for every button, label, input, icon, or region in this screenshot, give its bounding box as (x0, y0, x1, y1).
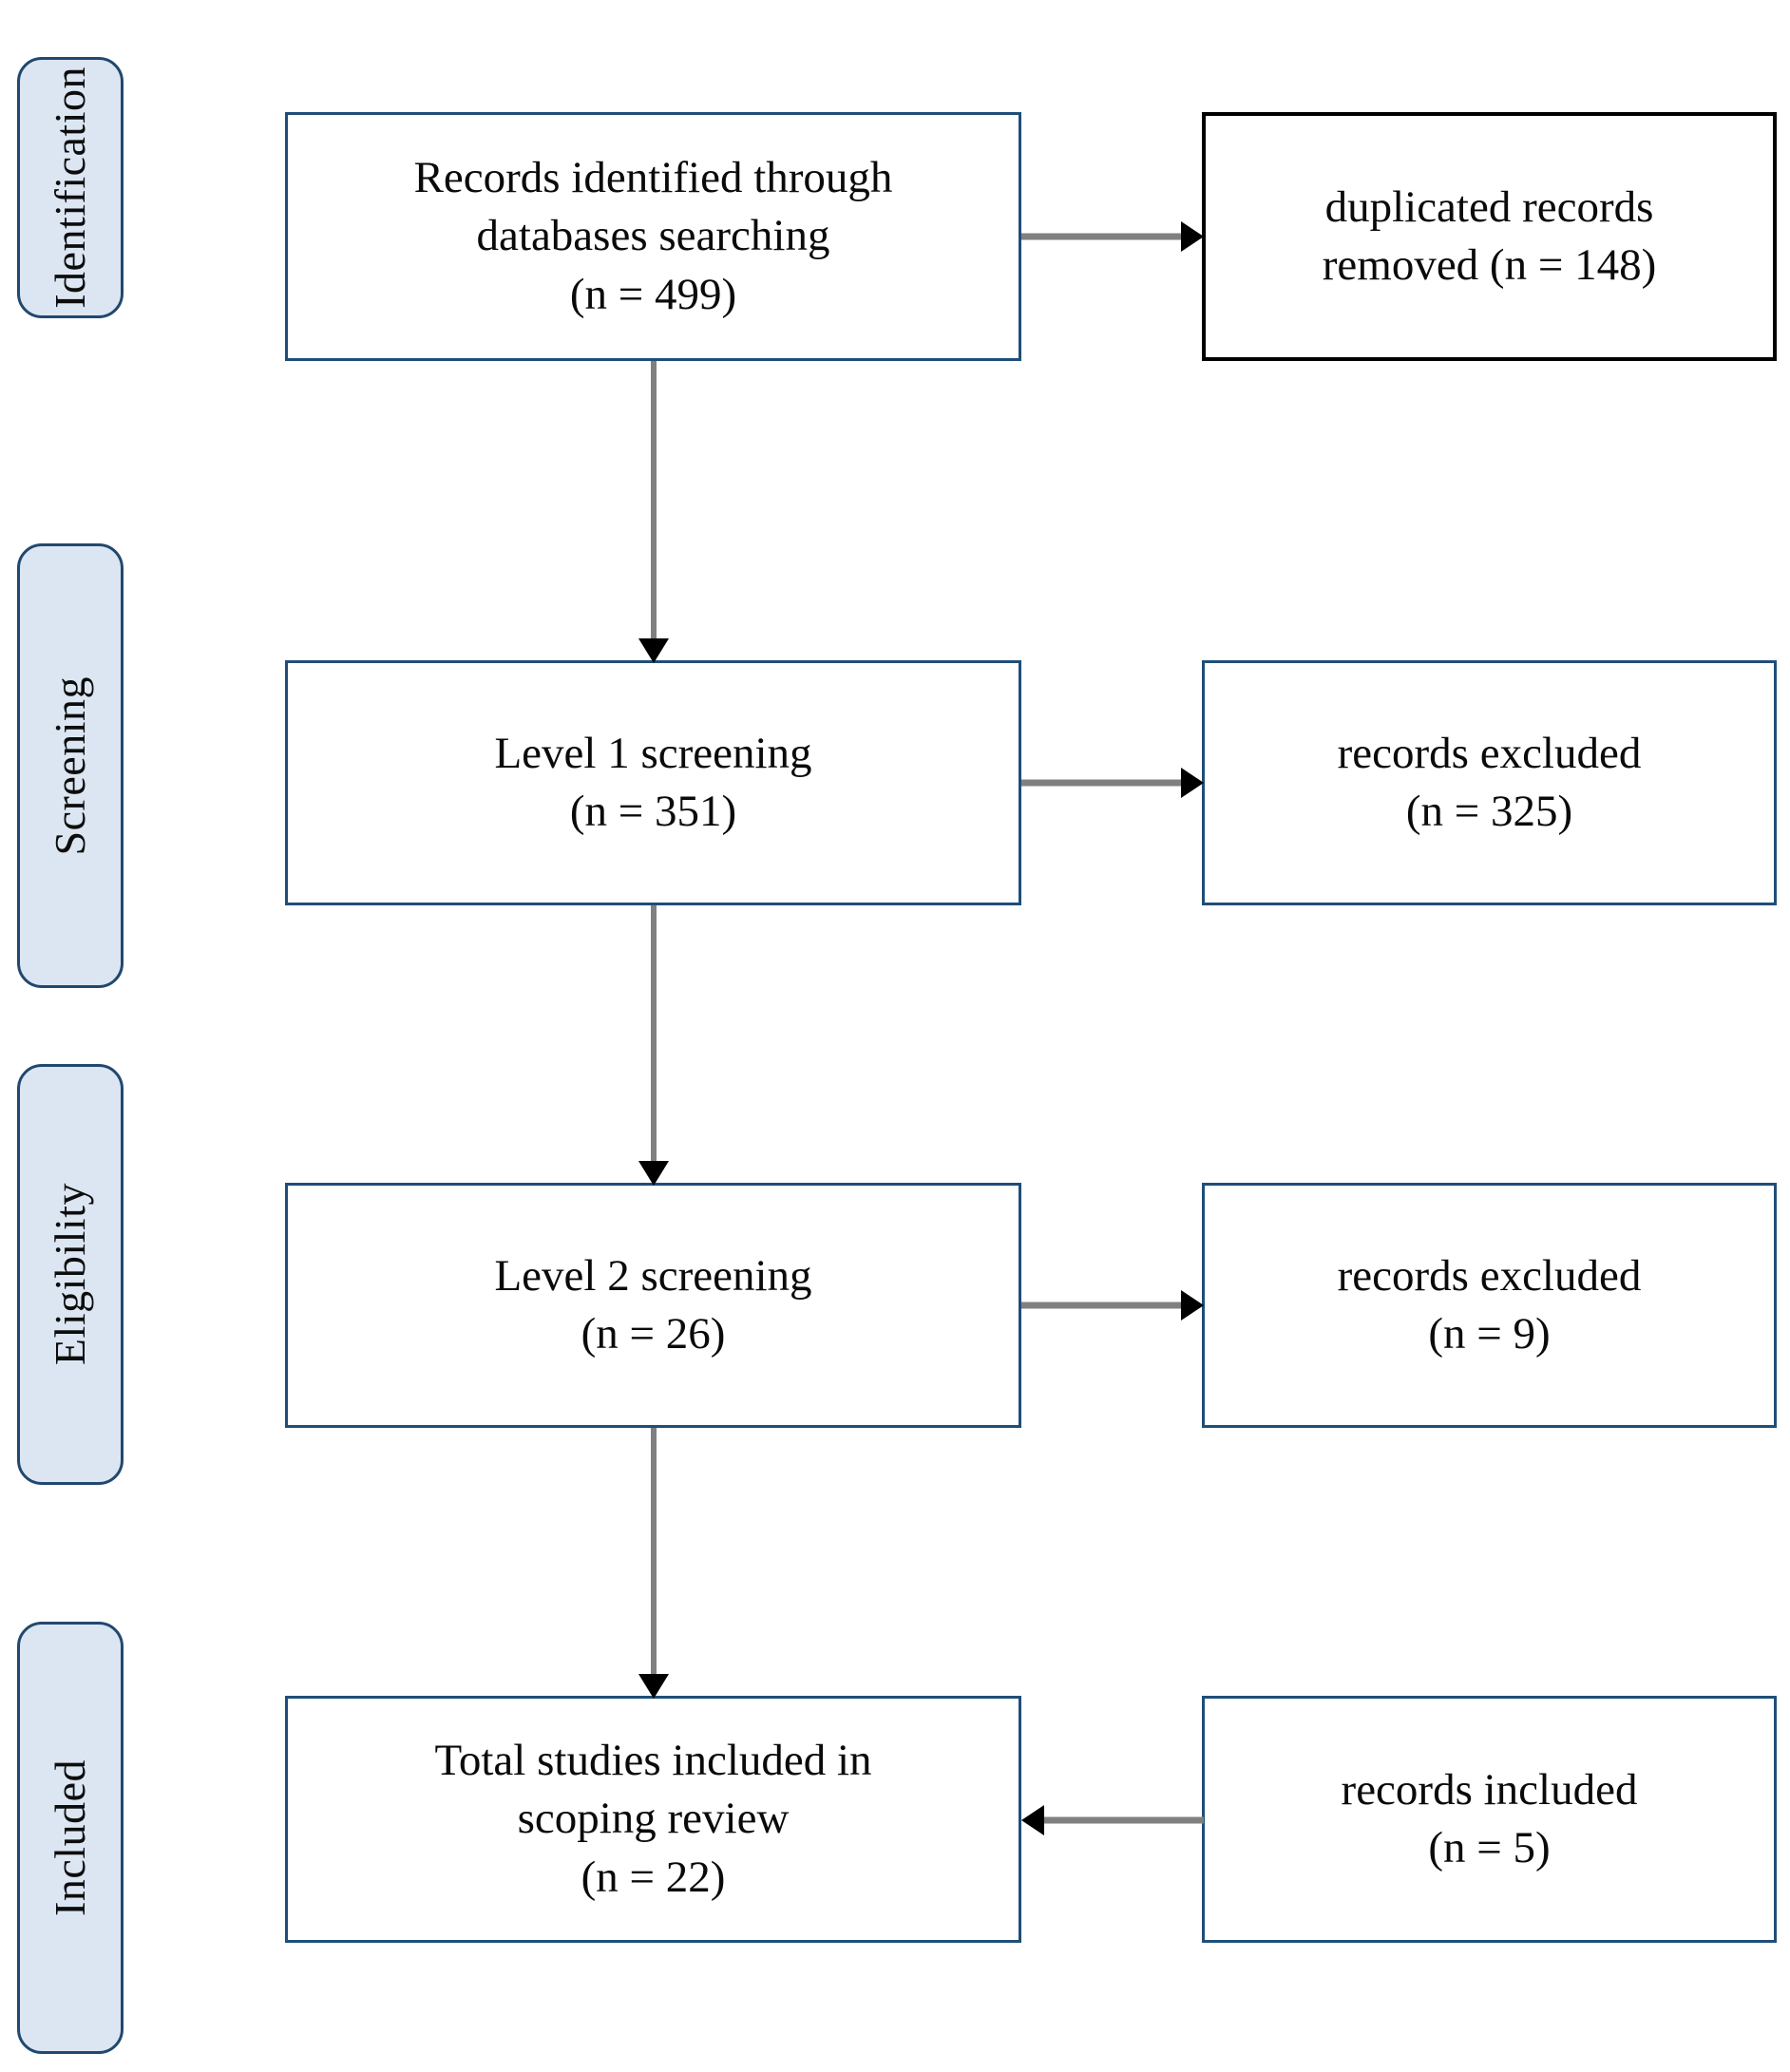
connector-identified-to-level-1 (635, 361, 673, 663)
stage-pill-eligibility: Eligibility (17, 1064, 124, 1485)
stage-label-screening: Screening (46, 675, 94, 856)
stage-label-eligibility: Eligibility (46, 1183, 94, 1366)
box-records-included: records included (n = 5) (1202, 1696, 1777, 1943)
box-duplicates-removed-text: duplicated records removed (n = 148) (1322, 181, 1657, 290)
stage-pill-identification: Identification (17, 57, 124, 318)
box-records-excluded-level-2-text: records excluded (n = 9) (1337, 1250, 1642, 1359)
connector-included-to-total (1021, 1801, 1204, 1839)
stage-label-identification: Identification (46, 67, 94, 309)
connector-identified-to-duplicates (1021, 218, 1204, 256)
box-duplicates-removed: duplicated records removed (n = 148) (1202, 112, 1777, 361)
stage-pill-screening: Screening (17, 543, 124, 988)
box-total-studies-included: Total studies included in scoping review… (285, 1696, 1021, 1943)
box-level-1-screening-text: Level 1 screening (n = 351) (494, 728, 812, 836)
box-total-studies-included-text: Total studies included in scoping review… (434, 1736, 872, 1902)
connector-level-1-to-level-2 (635, 905, 673, 1186)
box-level-2-screening-text: Level 2 screening (n = 26) (494, 1250, 812, 1359)
box-records-excluded-level-2: records excluded (n = 9) (1202, 1183, 1777, 1428)
connector-level-2-to-total (635, 1428, 673, 1699)
connector-level-1-to-excluded (1021, 764, 1204, 802)
connector-level-2-to-excluded (1021, 1286, 1204, 1324)
box-records-excluded-level-1-text: records excluded (n = 325) (1337, 728, 1642, 836)
box-level-1-screening: Level 1 screening (n = 351) (285, 660, 1021, 905)
box-records-identified-text: Records identified through databases sea… (413, 153, 893, 319)
box-records-excluded-level-1: records excluded (n = 325) (1202, 660, 1777, 905)
stage-label-included: Included (46, 1759, 94, 1916)
box-level-2-screening: Level 2 screening (n = 26) (285, 1183, 1021, 1428)
box-records-identified: Records identified through databases sea… (285, 112, 1021, 361)
box-records-included-text: records included (n = 5) (1341, 1764, 1638, 1872)
stage-pill-included: Included (17, 1622, 124, 2054)
